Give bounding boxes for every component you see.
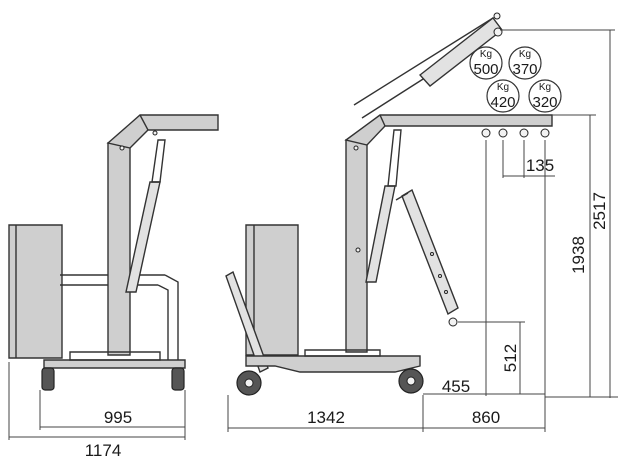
dim-455: 455 — [442, 377, 470, 396]
badge-420: Kg 420 — [486, 79, 520, 113]
right-base — [245, 355, 421, 373]
right-crane — [225, 12, 553, 396]
dim-860: 860 — [472, 408, 500, 427]
dim-1342: 1342 — [307, 408, 345, 427]
left-wheel-rear — [171, 367, 185, 391]
svg-text:320: 320 — [532, 94, 557, 111]
left-mast — [107, 142, 131, 356]
svg-text:370: 370 — [512, 61, 537, 78]
dim-135: 135 — [526, 156, 554, 175]
svg-text:Kg: Kg — [497, 82, 509, 93]
svg-text:Kg: Kg — [519, 49, 531, 60]
svg-text:420: 420 — [490, 94, 515, 111]
badge-370: Kg 370 — [508, 46, 542, 80]
right-cylinder — [365, 185, 396, 283]
badge-500: Kg 500 — [469, 46, 503, 80]
left-counterweight — [8, 224, 63, 359]
dimension-lines — [8, 29, 618, 440]
svg-text:500: 500 — [473, 61, 498, 78]
capacity-badges: Kg 500 Kg 370 Kg 420 Kg 320 — [469, 46, 562, 113]
left-wheel-front — [41, 367, 55, 391]
left-base — [43, 359, 186, 369]
dimension-labels: 995 1174 1342 860 455 512 135 1938 2517 — [85, 156, 609, 457]
dim-995: 995 — [104, 408, 132, 427]
right-mast — [345, 139, 368, 353]
dim-1174: 1174 — [85, 441, 122, 457]
right-tow-bar — [225, 270, 269, 373]
svg-text:Kg: Kg — [539, 82, 551, 93]
dim-1938: 1938 — [569, 236, 588, 274]
right-boom-lowered — [401, 188, 459, 316]
dim-2517: 2517 — [590, 192, 609, 230]
left-boom — [106, 114, 219, 149]
svg-text:Kg: Kg — [480, 49, 492, 60]
left-crane — [8, 114, 219, 391]
badge-320: Kg 320 — [528, 79, 562, 113]
dim-512: 512 — [501, 344, 520, 372]
